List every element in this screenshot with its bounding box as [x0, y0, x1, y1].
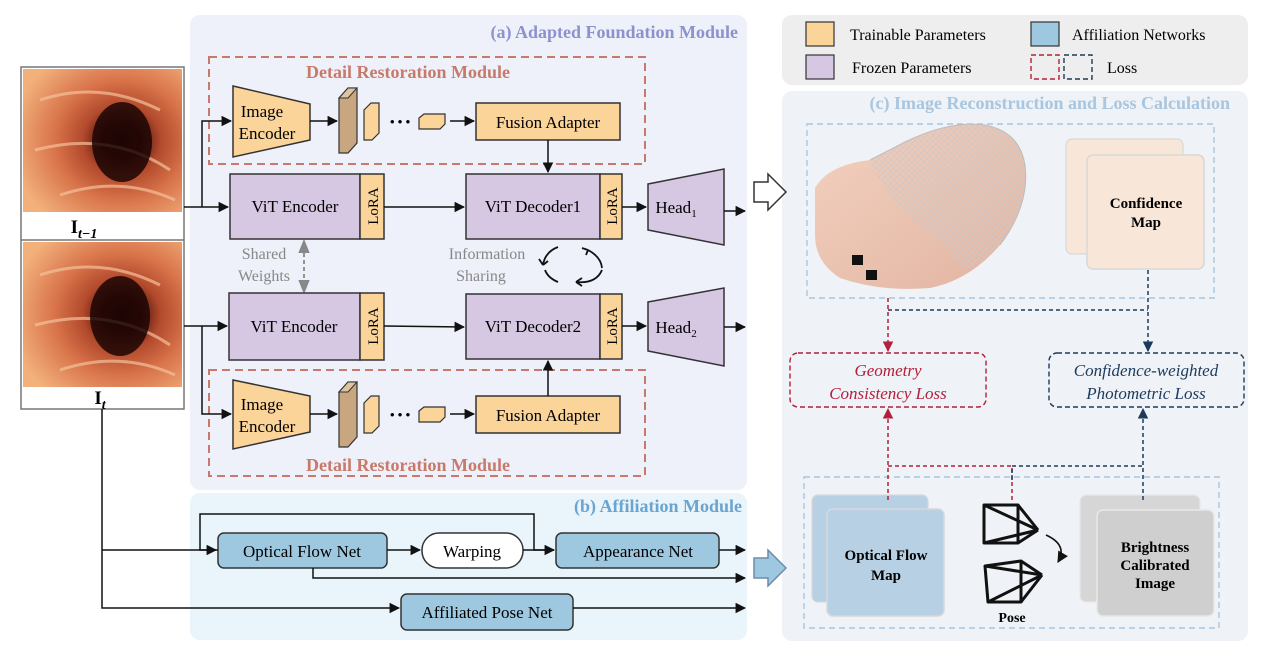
flow-arrow-a-to-c — [753, 172, 788, 212]
affiliated-pose-net — [400, 593, 574, 631]
confidence-map-label-2: Map — [1131, 215, 1161, 231]
feature-blocks-top: • • • — [337, 87, 446, 154]
confidence-map — [1086, 154, 1205, 270]
input-frames: It−1 It — [20, 66, 185, 413]
vit-decoder1-label: ViT Decoder1 — [485, 197, 581, 216]
pose-camera-icon — [982, 503, 1044, 604]
confidence-map-label-1: Confidence — [1110, 196, 1183, 212]
legend-loss-label: Loss — [1107, 60, 1137, 77]
fusion-adapter-bottom — [475, 395, 621, 434]
frame-prev-sub: t−1 — [78, 227, 97, 242]
legend-affiliation-swatch — [1030, 21, 1060, 47]
affiliated-pose-net-label: Affiliated Pose Net — [422, 603, 553, 622]
image-encoder-top — [232, 85, 311, 158]
optical-flow-net-label: Optical Flow Net — [243, 542, 361, 561]
legend-trainable-swatch — [805, 21, 835, 47]
reconstruction-loss-connectors — [882, 270, 1154, 353]
image-encoder-bottom — [232, 379, 311, 450]
brightness-label-3: Image — [1135, 576, 1175, 592]
fusion-adapter-bottom-label: Fusion Adapter — [496, 406, 601, 425]
vit-encoder-top — [229, 173, 361, 240]
frame-curr-sub: t — [102, 398, 107, 413]
optical-flow-map-label-1: Optical Flow — [845, 548, 928, 564]
svg-text:Head2: Head2 — [655, 318, 696, 340]
head1 — [647, 168, 725, 246]
legend-frozen-swatch — [805, 54, 835, 80]
shared-weights-label-1: Shared — [242, 246, 286, 263]
vit-encoder-bottom — [228, 292, 361, 361]
warping-label: Warping — [443, 542, 502, 561]
image-encoder-top-label-1: Image — [241, 102, 283, 121]
ellipsis-top: • • • — [390, 114, 411, 129]
feature-blocks-bottom: • • • — [337, 381, 446, 448]
fusion-adapter-top — [475, 102, 621, 141]
legend: Trainable Parameters Affiliation Network… — [805, 21, 1205, 80]
image-encoder-top-label-2: Encoder — [239, 124, 296, 143]
brightness-image — [1096, 509, 1215, 617]
module-b-connectors — [101, 409, 747, 614]
image-encoder-bottom-label-2: Encoder — [239, 417, 296, 436]
vit-decoder1 — [465, 173, 601, 240]
legend-frozen-label: Frozen Parameters — [852, 60, 972, 77]
reconstruction-mesh — [815, 123, 1027, 289]
photometric-loss-box — [1048, 352, 1245, 408]
svg-text:It−1: It−1 — [71, 217, 98, 242]
vit-decoder2-label: ViT Decoder2 — [485, 317, 581, 336]
legend-loss-swatch-red — [1030, 54, 1060, 80]
optical-flow-map-label-2: Map — [871, 568, 901, 584]
brightness-label-2: Calibrated — [1120, 558, 1190, 574]
frame-curr-label: I — [94, 388, 101, 409]
module-c-title: (c) Image Reconstruction and Loss Calcul… — [870, 93, 1231, 114]
lora-encoder-bottom-label: LoRA — [366, 307, 382, 345]
legend-trainable-label: Trainable Parameters — [850, 27, 986, 44]
head2-label: Head — [655, 318, 691, 337]
detail-restoration-top-title: Detail Restoration Module — [306, 62, 510, 82]
brightness-label-1: Brightness — [1121, 540, 1190, 556]
reconstruction-box — [806, 123, 1215, 299]
vit-encoder-top-label: ViT Encoder — [252, 197, 339, 216]
head1-sub: 1 — [691, 208, 697, 220]
image-encoder-bottom-label-1: Image — [241, 395, 283, 414]
module-a-connectors — [184, 115, 747, 420]
legend-loss-swatch-navy — [1063, 54, 1093, 80]
module-a-title: (a) Adapted Foundation Module — [490, 22, 738, 43]
flow-arrow-b-to-c — [753, 548, 788, 588]
geometry-loss-label-1: Geometry — [854, 361, 921, 380]
legend-panel — [782, 15, 1248, 85]
head2-sub: 2 — [691, 328, 697, 340]
lora-encoder-top — [359, 173, 385, 240]
bottom-output-box — [803, 476, 1220, 629]
frame-prev-label: I — [71, 217, 78, 238]
fusion-adapter-top-label: Fusion Adapter — [496, 113, 601, 132]
ellipsis-bottom: • • • — [390, 407, 411, 422]
photometric-loss-label-1: Confidence-weighted — [1074, 361, 1219, 380]
lora-decoder2-label: LoRA — [605, 307, 621, 345]
lora-decoder1-label: LoRA — [605, 187, 621, 225]
vit-encoder-bottom-label: ViT Encoder — [251, 317, 338, 336]
info-sharing-icon — [538, 246, 603, 287]
vit-decoder2 — [465, 293, 601, 360]
detail-restoration-top-box — [208, 56, 646, 165]
svg-text:Head1: Head1 — [655, 198, 696, 220]
lora-encoder-top-label: LoRA — [366, 187, 382, 225]
pose-rotation-arrow — [1045, 534, 1068, 563]
shared-weights-label-2: Weights — [238, 268, 290, 285]
detail-restoration-bottom-box — [208, 369, 646, 477]
module-b-title: (b) Affiliation Module — [574, 496, 742, 517]
head1-label: Head — [655, 198, 691, 217]
geometry-loss-label-2: Consistency Loss — [829, 384, 947, 403]
info-sharing-label-2: Sharing — [456, 268, 506, 285]
photometric-loss-label-2: Photometric Loss — [1085, 384, 1206, 403]
pose-label: Pose — [998, 611, 1025, 626]
detail-restoration-bottom-title: Detail Restoration Module — [306, 455, 510, 475]
appearance-net-label: Appearance Net — [583, 542, 693, 561]
legend-affiliation-label: Affiliation Networks — [1072, 27, 1205, 44]
geometry-consistency-loss-box — [789, 352, 987, 408]
bottom-loss-connectors — [882, 407, 1149, 500]
optical-flow-map — [826, 508, 945, 617]
head2 — [647, 287, 725, 367]
info-sharing-label-1: Information — [449, 246, 525, 263]
svg-text:It: It — [94, 388, 106, 413]
